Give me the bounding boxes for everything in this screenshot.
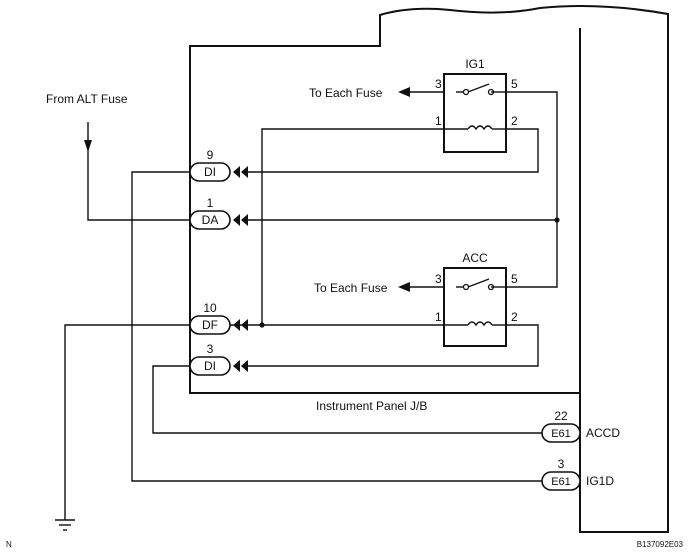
relay-ig1-pin2: 2 bbox=[511, 114, 518, 128]
relay-acc-pin2: 2 bbox=[511, 310, 518, 324]
relay-acc-label: ACC bbox=[462, 251, 488, 265]
ecu-housing bbox=[379, 5, 669, 533]
svg-text:DI: DI bbox=[204, 359, 216, 373]
jb-connector-di-3: DI 3 bbox=[189, 342, 248, 376]
ecu-connector-accd: E61 22 ACCD bbox=[541, 409, 620, 443]
svg-text:DI: DI bbox=[204, 165, 216, 179]
svg-text:E61: E61 bbox=[551, 428, 571, 440]
svg-text:1: 1 bbox=[207, 196, 214, 210]
svg-text:3: 3 bbox=[207, 342, 214, 356]
relay-acc-pin5: 5 bbox=[511, 272, 518, 286]
svg-text:22: 22 bbox=[554, 409, 568, 423]
svg-text:3: 3 bbox=[558, 457, 565, 471]
ecu-connector-ig1d: E61 3 IG1D bbox=[541, 457, 614, 491]
svg-text:E61: E61 bbox=[551, 476, 571, 488]
instrument-panel-jb-label: Instrument Panel J/B bbox=[316, 399, 427, 413]
relay-ig1-pin1: 1 bbox=[435, 114, 442, 128]
svg-text:9: 9 bbox=[207, 148, 214, 162]
instrument-panel-jb-box bbox=[189, 28, 580, 394]
to-each-fuse-label-2: To Each Fuse bbox=[314, 281, 388, 295]
corner-n-label: N bbox=[6, 540, 12, 549]
svg-text:IG1D: IG1D bbox=[586, 474, 614, 488]
ground-symbol bbox=[55, 519, 75, 531]
to-each-fuse-label-1: To Each Fuse bbox=[309, 86, 383, 100]
from-alt-fuse-label: From ALT Fuse bbox=[46, 92, 128, 106]
svg-text:DA: DA bbox=[202, 213, 219, 227]
wires bbox=[64, 87, 560, 520]
jb-connector-df-10: DF 10 bbox=[189, 301, 248, 335]
figure-code-label: B137092E03 bbox=[637, 540, 684, 549]
jb-connector-da-1: DA 1 bbox=[189, 196, 248, 230]
svg-text:DF: DF bbox=[202, 318, 218, 332]
relay-acc bbox=[443, 267, 507, 347]
relay-ig1-label: IG1 bbox=[465, 57, 485, 71]
relay-acc-pin1: 1 bbox=[435, 310, 442, 324]
svg-text:10: 10 bbox=[203, 301, 217, 315]
relay-ig1-pin3: 3 bbox=[435, 77, 442, 91]
svg-text:ACCD: ACCD bbox=[586, 426, 620, 440]
jb-connector-di-9: DI 9 bbox=[189, 148, 248, 182]
relay-ig1-pin5: 5 bbox=[511, 77, 518, 91]
relay-acc-pin3: 3 bbox=[435, 272, 442, 286]
relay-ig1 bbox=[443, 73, 507, 153]
